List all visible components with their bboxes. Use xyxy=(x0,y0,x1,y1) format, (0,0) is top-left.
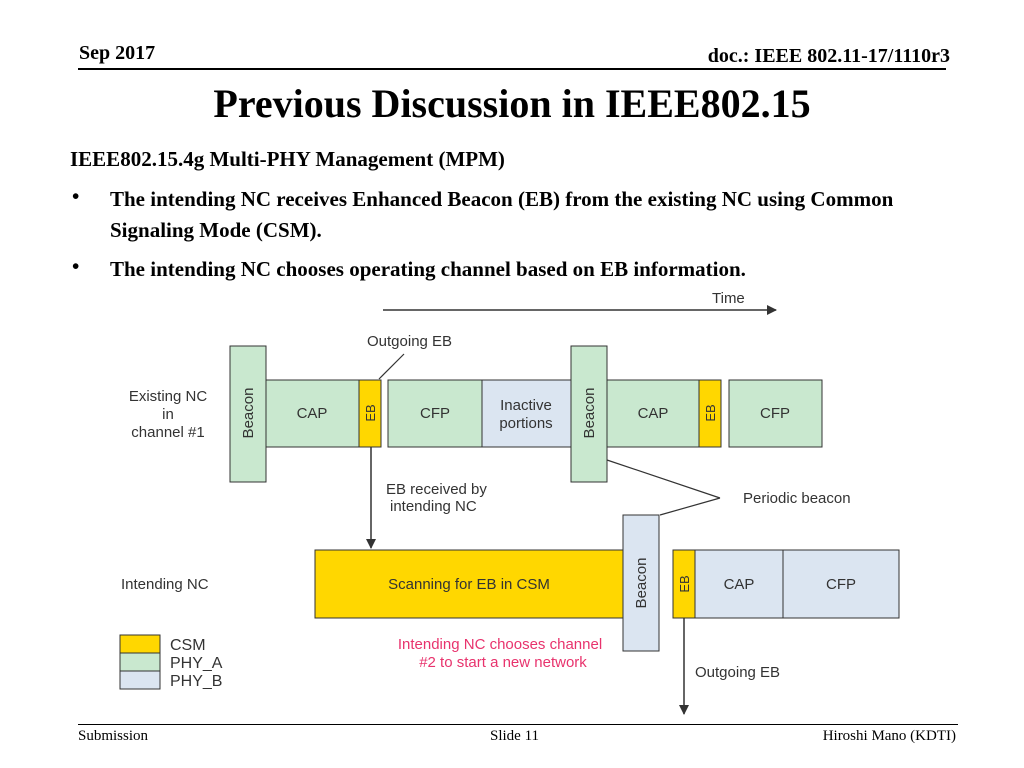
cap-block xyxy=(606,379,700,448)
bullet-text: The intending NC chooses operating chann… xyxy=(110,257,746,281)
eb-received-label-line1: EB received by xyxy=(386,481,487,498)
beacon-block xyxy=(229,345,267,483)
chooses-channel-label-line2: #2 to start a new network xyxy=(419,654,587,671)
eb-block xyxy=(698,379,722,448)
slide-subtitle: IEEE802.15.4g Multi-PHY Management (MPM) xyxy=(70,147,505,171)
slide-title: Previous Discussion in IEEE802.15 xyxy=(213,81,811,126)
intending-nc-superframe-row: Scanning for EB in CSM Beacon EB CAP CFP xyxy=(314,514,900,652)
footer-submission: Submission xyxy=(78,728,149,744)
bullet-text: The intending NC receives Enhanced Beaco… xyxy=(110,187,894,242)
scanning-csm-block xyxy=(314,549,624,619)
eb-label: EB xyxy=(703,404,718,421)
periodic-beacon-pointer-lower xyxy=(659,497,721,516)
cfp-block xyxy=(728,379,823,448)
eb-block xyxy=(358,379,382,448)
existing-nc-label-line2: in xyxy=(162,406,174,423)
existing-nc-label-line1: Existing NC xyxy=(129,388,208,405)
cfp-label: CFP xyxy=(760,405,790,422)
periodic-beacon-label: Periodic beacon xyxy=(743,490,851,507)
inactive-portions-block xyxy=(481,379,572,448)
cap-label: CAP xyxy=(297,405,328,422)
legend-label-phy-b: PHY_B xyxy=(170,673,222,690)
inactive-label-line2: portions xyxy=(499,415,552,432)
chooses-channel-label-line1: Intending NC chooses channel xyxy=(398,636,602,653)
beacon-label: Beacon xyxy=(633,558,650,609)
beacon-label: Beacon xyxy=(581,388,598,439)
beacon-block xyxy=(570,345,608,483)
inactive-label-line1: Inactive xyxy=(500,397,552,414)
legend-swatch-phy-b xyxy=(119,670,161,690)
beacon-block xyxy=(622,514,660,652)
cfp-block xyxy=(782,549,900,619)
existing-nc-superframe-row: Beacon CAP EB CFP Inactive portions Beac… xyxy=(229,345,823,483)
cap-label: CAP xyxy=(638,405,669,422)
legend-swatch-phy-a xyxy=(119,652,161,672)
bullet-marker: • xyxy=(72,184,80,208)
header-divider xyxy=(78,68,946,70)
footer-divider xyxy=(78,724,958,725)
legend: CSM PHY_A PHY_B xyxy=(119,634,223,690)
periodic-beacon-pointer-upper xyxy=(606,459,721,499)
intending-nc-label: Intending NC xyxy=(121,576,209,593)
legend-label-csm: CSM xyxy=(170,637,206,654)
legend-label-phy-a: PHY_A xyxy=(170,655,223,672)
header-doc-id: doc.: IEEE 802.11-17/1110r3 xyxy=(707,45,950,67)
outgoing-eb-top-pointer xyxy=(378,353,405,380)
cap-block xyxy=(694,549,784,619)
footer-slide-number: Slide 11 xyxy=(490,728,540,744)
eb-label: EB xyxy=(677,575,692,592)
cfp-block xyxy=(387,379,483,448)
cap-block xyxy=(265,379,360,448)
footer-author: Hiroshi Mano (KDTI) xyxy=(822,728,956,744)
scanning-label: Scanning for EB in CSM xyxy=(388,576,550,593)
existing-nc-label-line3: channel #1 xyxy=(131,424,204,441)
outgoing-eb-top-label: Outgoing EB xyxy=(367,333,452,350)
bullet-marker: • xyxy=(72,254,80,278)
eb-received-label-line2: intending NC xyxy=(390,498,477,515)
eb-label: EB xyxy=(363,404,378,421)
legend-swatch-csm xyxy=(119,634,161,654)
cap-label: CAP xyxy=(724,576,755,593)
cfp-label: CFP xyxy=(826,576,856,593)
cfp-label: CFP xyxy=(420,405,450,422)
beacon-label: Beacon xyxy=(240,388,257,439)
outgoing-eb-bottom-label: Outgoing EB xyxy=(695,664,780,681)
header-date: Sep 2017 xyxy=(79,42,156,64)
time-label: Time xyxy=(712,290,745,307)
